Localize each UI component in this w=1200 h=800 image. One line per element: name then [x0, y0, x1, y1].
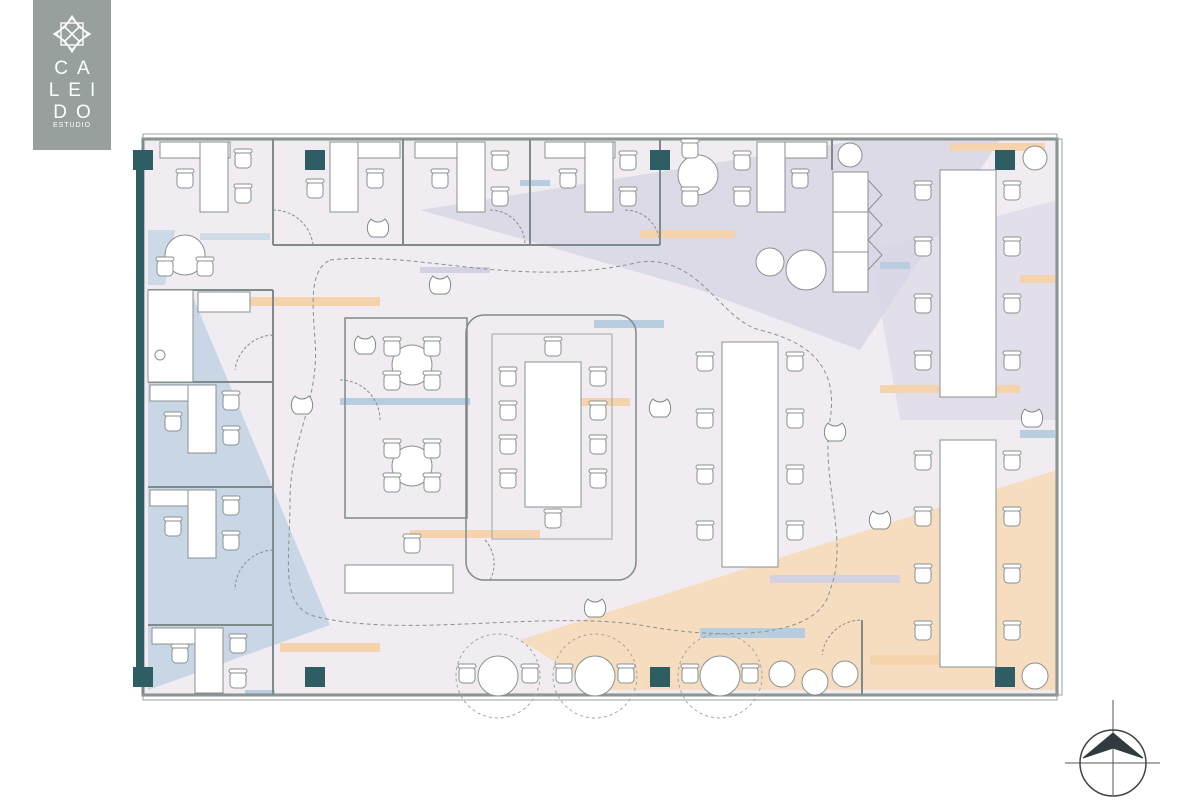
kaleidoscope-mark-icon	[52, 14, 92, 54]
workstation-bench-right-bottom	[939, 439, 997, 668]
meeting-room-rug	[491, 333, 613, 540]
conference-table	[524, 361, 582, 508]
private-offices-top	[159, 141, 828, 213]
collab-area-outline	[344, 317, 468, 519]
central-loop-path	[287, 257, 838, 635]
window-band-top	[142, 133, 1058, 140]
window-band-right	[1056, 138, 1063, 696]
bottom-table-swings	[455, 633, 763, 719]
workstation-bench-middle	[721, 341, 779, 568]
workstation-bench-right-top	[939, 169, 997, 398]
door-swings	[234, 209, 861, 656]
west-wall-glazing	[136, 165, 144, 675]
round-tables-top	[164, 142, 1048, 291]
north-arrow-icon	[1065, 700, 1160, 797]
studio-logo: CA LEI DO ESTUDIO	[33, 0, 111, 150]
west-offices	[149, 384, 224, 694]
bench-sofa	[344, 564, 454, 594]
meeting-room-outline	[465, 314, 637, 581]
logo-word-line-1: CA	[54, 58, 99, 79]
logo-subtitle: ESTUDIO	[52, 122, 92, 129]
collab-round-tables	[391, 344, 433, 487]
structural-columns	[133, 150, 1015, 687]
logo-word-line-3: DO	[53, 102, 100, 123]
logo-word-line-2: LEI	[48, 80, 105, 101]
storage-unit	[832, 171, 883, 293]
bottom-round-tables	[477, 655, 1049, 697]
restroom-block	[147, 289, 251, 383]
